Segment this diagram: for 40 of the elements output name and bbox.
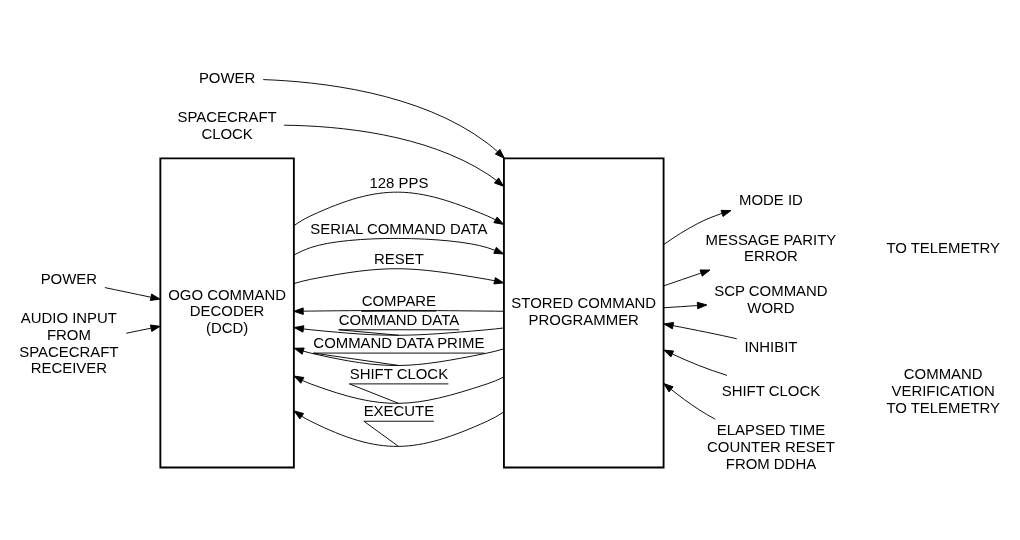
label: COMMAND VERIFICATION TO TELEMETRY [886,365,1001,416]
node-text: POWER [198,69,256,87]
edge-label: SHIFT CLOCK [349,365,449,383]
edge-label: COMPARE [361,292,437,310]
node-text: MODE ID [739,191,803,209]
arrow [663,301,708,310]
edge-label: SERIAL COMMAND DATA [310,220,488,238]
arrow [293,237,505,256]
node-text: SPACECRAFT CLOCK [177,108,277,143]
node-text: ELAPSED TIME COUNTER RESET FROM DDHA [707,421,835,472]
node-text: AUDIO INPUT FROM SPACECRAFT RECEIVER [19,309,119,377]
arrow [293,410,505,447]
arrow [663,321,738,340]
arrow [293,268,505,285]
edge-label: 128 PPS [369,173,429,191]
node-box: STORED COMMAND PROGRAMMER [503,157,665,469]
arrow [293,375,505,404]
arrow [104,287,161,301]
arrow [663,209,732,246]
arrow [293,325,505,336]
arrow [663,269,711,287]
arrow [293,347,505,366]
arrow [663,383,716,420]
node-box: OGO COMMAND DECODER (DCD) [159,157,295,469]
edge-label: COMMAND DATA PRIME [313,334,485,352]
label: TO TELEMETRY [886,239,1001,257]
node-text: MESSAGE PARITY ERROR [705,230,837,265]
arrow [283,124,505,187]
node-text: POWER [40,269,98,287]
edge-label: COMMAND DATA [338,310,460,328]
arrow [663,349,728,376]
arrow [262,79,505,159]
arrow [293,191,505,227]
arrow [125,324,161,334]
edge-label: EXECUTE [363,402,435,420]
arrow [293,307,505,315]
node-text: SCP COMMAND WORD [714,281,828,316]
node-text: SHIFT CLOCK [721,381,821,399]
edge-label: RESET [374,250,424,268]
node-text: INHIBIT [744,337,798,355]
